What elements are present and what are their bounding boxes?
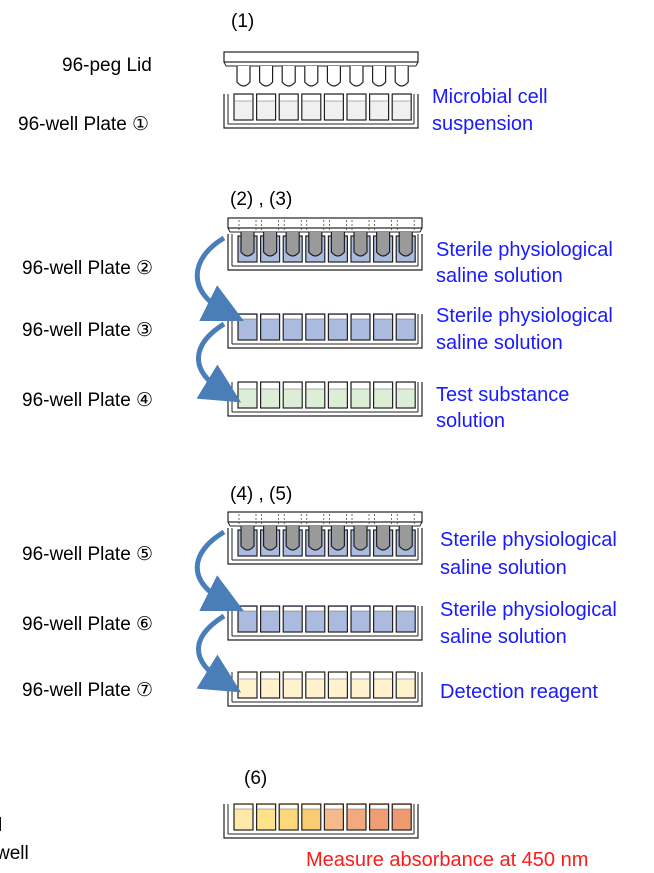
well xyxy=(391,803,412,831)
well xyxy=(260,313,281,341)
well xyxy=(233,803,254,831)
plate-2-label: 96-well Plate ② xyxy=(22,258,153,279)
well-plate-4 xyxy=(227,381,423,417)
plate-4-content-line1: Test substance xyxy=(436,384,569,406)
well xyxy=(369,803,390,831)
step-6-label: (6) xyxy=(244,768,267,789)
plate-4-label: 96-well Plate ④ xyxy=(22,390,153,411)
peg xyxy=(281,66,296,87)
well-plate-7 xyxy=(227,671,423,707)
peg-lid-3 xyxy=(227,511,423,565)
peg xyxy=(330,232,345,257)
well xyxy=(256,803,277,831)
well xyxy=(350,313,371,341)
well xyxy=(323,803,344,831)
transfer-arrow-2-3 xyxy=(194,235,244,321)
plate-2-content-line2: saline solution xyxy=(436,265,563,287)
well xyxy=(305,313,326,341)
peg xyxy=(263,526,278,551)
peg xyxy=(353,526,368,551)
plate-7-label: 96-well Plate ⑦ xyxy=(22,680,153,701)
well xyxy=(282,313,303,341)
well xyxy=(350,605,371,633)
plate-1-label: 96-well Plate ① xyxy=(18,114,149,135)
step-1-label: (1) xyxy=(231,11,254,32)
peg xyxy=(326,66,341,87)
measure-instruction: Measure absorbance at 450 nm xyxy=(306,849,588,871)
transfer-arrow-3-4 xyxy=(196,321,242,403)
peg xyxy=(240,526,255,551)
plate-1-content-line2: suspension xyxy=(432,113,533,135)
well xyxy=(237,605,258,633)
plate-5-label: 96-well Plate ⑤ xyxy=(22,544,153,565)
plate-7-content: Detection reagent xyxy=(440,681,598,703)
plate-2-content-line1: Sterile physiological xyxy=(436,239,613,261)
well-plate-3 xyxy=(227,313,423,349)
well-plate-result xyxy=(223,803,419,839)
peg-lid-1 xyxy=(223,51,419,87)
well xyxy=(395,313,416,341)
plate-3-content-line1: Sterile physiological xyxy=(436,305,613,327)
well xyxy=(282,605,303,633)
plate-6-label: 96-well Plate ⑥ xyxy=(22,614,153,635)
cutoff-text-2: well xyxy=(0,843,29,864)
plate-5-content-line1: Sterile physiological xyxy=(440,529,617,551)
peg-lid-label: 96-peg Lid xyxy=(62,55,152,76)
well xyxy=(278,803,299,831)
plate-4-content-line2: solution xyxy=(436,410,505,432)
cutoff-text-1: l xyxy=(0,815,2,836)
peg xyxy=(259,66,274,87)
peg xyxy=(398,232,413,257)
peg xyxy=(236,66,251,87)
well xyxy=(373,605,394,633)
transfer-arrow-5-6 xyxy=(194,529,244,611)
well xyxy=(327,605,348,633)
peg xyxy=(263,232,278,257)
peg-lid-2 xyxy=(227,217,423,271)
peg xyxy=(285,526,300,551)
well-plate-6 xyxy=(227,605,423,641)
peg xyxy=(376,232,391,257)
peg xyxy=(308,232,323,257)
well xyxy=(305,605,326,633)
peg xyxy=(308,526,323,551)
transfer-arrow-6-7 xyxy=(196,613,242,693)
plate-6-content-line1: Sterile physiological xyxy=(440,599,617,621)
peg xyxy=(398,526,413,551)
well xyxy=(395,605,416,633)
well xyxy=(346,803,367,831)
peg xyxy=(285,232,300,257)
step-2-3-label: (2) , (3) xyxy=(230,189,292,210)
well xyxy=(373,313,394,341)
well xyxy=(260,605,281,633)
peg xyxy=(240,232,255,257)
plate-1-content-line1: Microbial cell xyxy=(432,86,548,108)
well-plate-1 xyxy=(223,93,419,129)
step-4-5-label: (4) , (5) xyxy=(230,484,292,505)
peg xyxy=(353,232,368,257)
peg xyxy=(372,66,387,87)
plate-3-content-line2: saline solution xyxy=(436,332,563,354)
plate-5-content-line2: saline solution xyxy=(440,557,567,579)
plate-3-label: 96-well Plate ③ xyxy=(22,320,153,341)
peg xyxy=(394,66,409,87)
well xyxy=(301,803,322,831)
plate-6-content-line2: saline solution xyxy=(440,626,567,648)
peg xyxy=(349,66,364,87)
peg xyxy=(304,66,319,87)
well xyxy=(327,313,348,341)
peg xyxy=(376,526,391,551)
peg xyxy=(330,526,345,551)
